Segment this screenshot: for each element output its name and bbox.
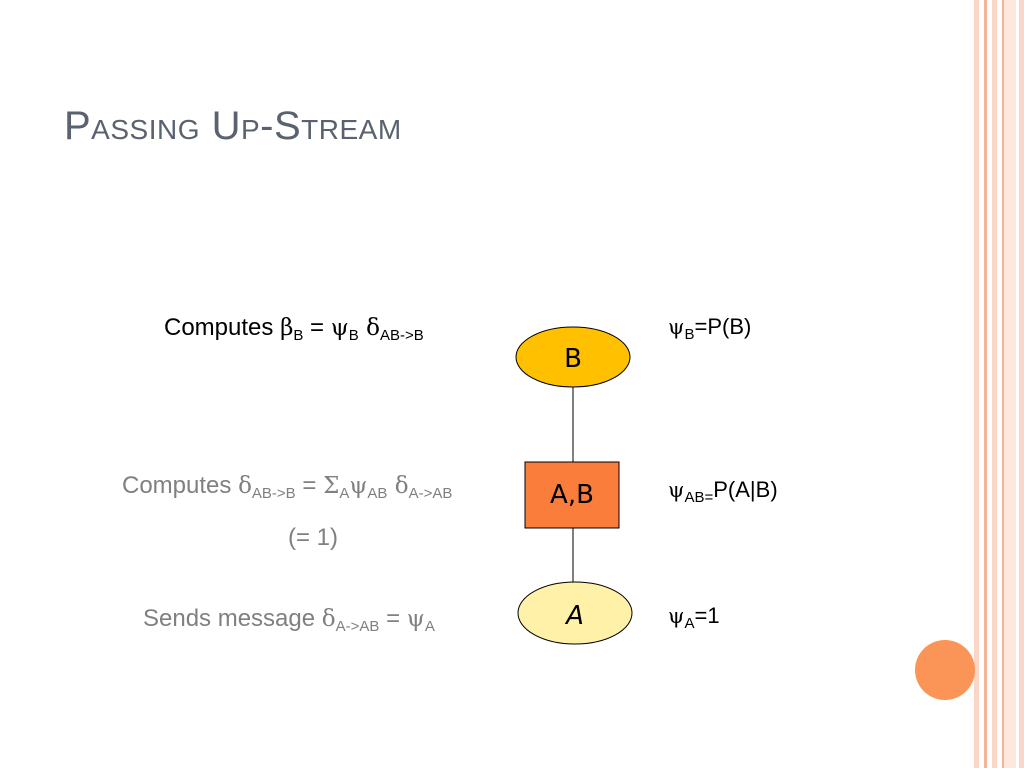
- computes-delta-note: (= 1): [288, 524, 339, 551]
- sends-message-text: Sends message δA->AB = ψA: [143, 605, 435, 635]
- node-a: [517, 581, 633, 645]
- stripe: [984, 0, 987, 768]
- node-b: [515, 326, 631, 388]
- node-ab-label: A,B: [550, 480, 594, 510]
- slide-title: Passing Up-Stream: [64, 104, 402, 148]
- stripe: [992, 0, 997, 768]
- decorative-circle: [915, 640, 975, 700]
- stripe: [1019, 0, 1024, 768]
- node-ab: [524, 461, 620, 529]
- stripe: [974, 0, 979, 768]
- decorative-stripes: [974, 0, 1024, 768]
- psi-a-text: ψA=1: [668, 603, 720, 632]
- computes-delta-text: Computes δAB->B = ΣAψAB δA->AB: [122, 472, 453, 502]
- stripe: [1002, 0, 1016, 768]
- psi-b-text: ψB=P(B): [668, 314, 752, 343]
- node-b-label: B: [564, 344, 582, 374]
- psi-ab-text: ψAB=P(A|B): [668, 477, 778, 506]
- node-a-label: A: [564, 601, 584, 631]
- computes-beta-text: Computes βB = ψB δAB->B: [164, 314, 424, 344]
